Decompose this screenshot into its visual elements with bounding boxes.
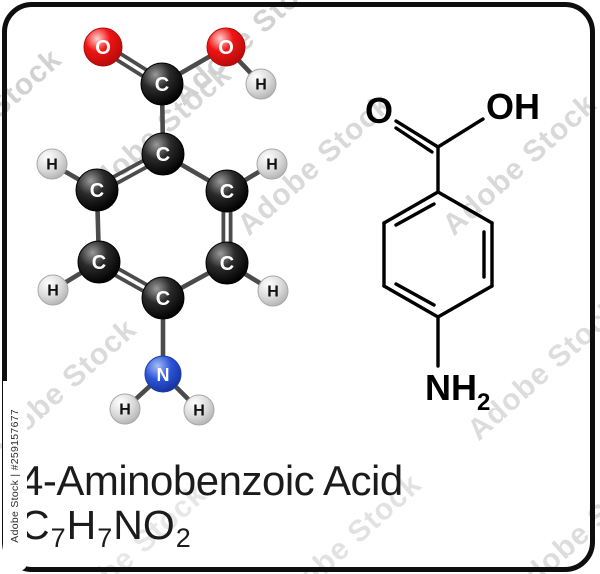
atom-label-C: C <box>92 252 106 274</box>
atom-ball-O <box>206 27 246 67</box>
atom-ball-H <box>109 393 141 425</box>
caption-block: 4-Aminobenzoic Acid C7H7NO2 <box>20 457 403 553</box>
atom-ball-H <box>245 68 277 100</box>
skeletal-label-O: O <box>365 90 393 131</box>
formula-element: O <box>142 502 175 549</box>
skeletal-bond <box>436 284 494 319</box>
watermark-attribution-bar: Adobe Stock | #259157677 <box>3 381 27 571</box>
atom-ball-H <box>257 275 289 307</box>
compound-name: 4-Aminobenzoic Acid <box>20 457 403 504</box>
formula-subscript: 2 <box>175 523 191 554</box>
skeletal-bond <box>436 190 494 225</box>
atom-label-C: C <box>90 180 104 202</box>
atom-label-H: H <box>193 403 205 420</box>
skeletal-bond <box>394 119 440 149</box>
atom-label-C: C <box>220 253 234 275</box>
atom-label-C: C <box>155 74 169 96</box>
formula-element: H <box>66 502 97 549</box>
atom-ball-C <box>141 276 185 320</box>
atom-label-C: C <box>156 288 170 310</box>
atom-label-H: H <box>255 77 267 94</box>
skeletal-label-subscript: 2 <box>477 389 490 416</box>
skeletal-label-NH: NH2 <box>425 367 490 416</box>
atom-label-C: C <box>156 144 170 166</box>
formula-element: N <box>113 502 143 549</box>
atom-ball-C <box>205 169 249 213</box>
atom-label-H: H <box>266 157 278 174</box>
skeletal-labels: O OH NH2 <box>365 86 540 416</box>
skeletal-bond <box>394 126 434 154</box>
skeletal-bond <box>394 202 436 227</box>
atom-ball-C <box>77 240 121 284</box>
atom-label-O: O <box>218 37 234 59</box>
skeletal-bond <box>382 190 440 225</box>
compound-formula: C7H7NO2 <box>20 502 403 553</box>
atom-label-H: H <box>119 402 131 419</box>
ball-stick-atoms: O O C H C C C H H C C H H C N H H <box>36 27 289 426</box>
atom-ball-H <box>37 274 69 306</box>
formula-subscript: 7 <box>50 523 66 554</box>
atom-ball-O <box>83 27 123 67</box>
atom-ball-H <box>256 148 288 180</box>
atom-ball-H <box>183 394 215 426</box>
atom-label-N: N <box>157 365 170 385</box>
skeletal-label-OH: OH <box>486 86 540 127</box>
atom-ball-C <box>75 168 119 212</box>
skeletal-bond <box>382 284 440 319</box>
skeletal-bonds <box>382 117 494 368</box>
atom-ball-H <box>36 148 68 180</box>
skeletal-bond <box>436 117 485 149</box>
watermark-attribution-text: Adobe Stock | #259157677 <box>9 409 21 543</box>
atom-ball-C <box>205 241 249 285</box>
atom-label-H: H <box>46 157 58 174</box>
atom-label-H: H <box>267 284 279 301</box>
atom-ball-C <box>140 62 184 106</box>
atom-label-H: H <box>47 283 59 300</box>
atom-ball-C <box>141 132 185 176</box>
atom-ball-N <box>144 355 182 393</box>
skeletal-bond <box>394 282 436 307</box>
formula-subscript: 7 <box>97 523 113 554</box>
atom-label-C: C <box>220 181 234 203</box>
atom-label-O: O <box>95 37 111 59</box>
